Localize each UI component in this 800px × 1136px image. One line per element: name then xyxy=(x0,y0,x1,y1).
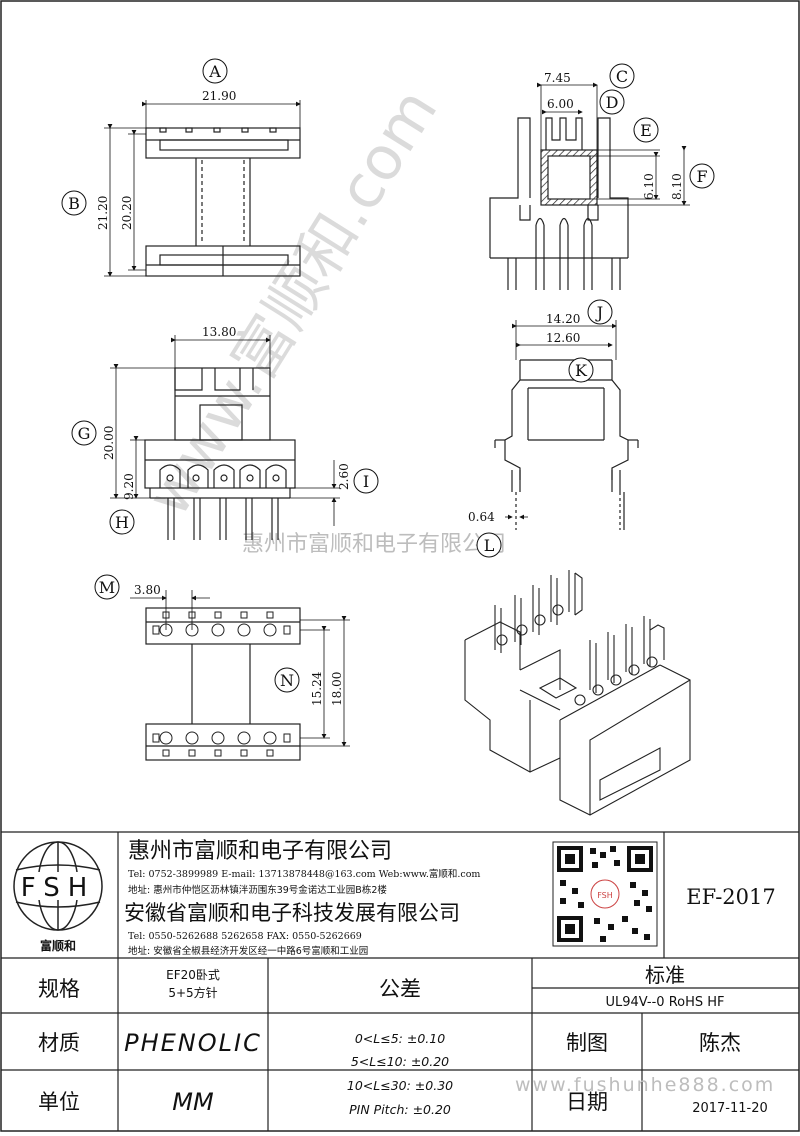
top-view xyxy=(145,127,301,277)
dim-b-inner: 20.20 xyxy=(120,196,134,230)
dim-b-outer: 21.20 xyxy=(96,196,110,230)
callout-n: N xyxy=(274,667,300,693)
callout-n-label: N xyxy=(280,671,294,690)
dim-front-width: 13.80 xyxy=(202,325,236,339)
unit-label: 单位 xyxy=(38,1090,80,1114)
dim-h-height: 9.20 xyxy=(122,473,136,500)
bottom-view-dims xyxy=(130,590,350,747)
callout-g-label: G xyxy=(78,424,91,443)
title-block xyxy=(1,831,799,1131)
callout-a: A xyxy=(202,58,228,84)
qr-logo-letters: FSH xyxy=(597,891,613,900)
dim-m-pitch: 3.80 xyxy=(134,583,161,597)
callout-e-label: E xyxy=(640,121,652,140)
company-address-2: 地址: 安徽省全椒县经济开发区经一中路6号富顺和工业园 xyxy=(128,945,368,957)
date-label: 日期 xyxy=(566,1090,608,1114)
watermark-bottom: www.fushunhe888.com xyxy=(515,1074,775,1096)
bottom-view xyxy=(145,607,301,761)
side-section-dims xyxy=(537,82,690,206)
callout-g: G xyxy=(71,420,97,446)
qr-code: FSH xyxy=(552,841,658,947)
material-value: PHENOLIC xyxy=(124,1029,262,1057)
company-name-1: 惠州市富顺和电子有限公司 xyxy=(128,839,392,864)
logo-name: 富顺和 xyxy=(40,938,76,953)
drawn-value: 陈杰 xyxy=(699,1031,741,1055)
callout-m-label: M xyxy=(99,578,115,597)
logo-text-bg xyxy=(22,872,94,900)
dim-l-pin: 0.64 xyxy=(468,510,495,524)
callout-d-label: D xyxy=(606,93,619,112)
material-label: 材质 xyxy=(38,1031,80,1055)
callout-j-label: J xyxy=(595,303,603,322)
standard-value: UL94V--0 RoHS HF xyxy=(605,995,724,1010)
tolerance-label: 公差 xyxy=(379,977,421,1001)
callout-f-label: F xyxy=(696,167,707,186)
company-contact-2: Tel: 0550-5262688 5262658 FAX: 0550-5262… xyxy=(128,931,362,942)
spec-value-1: EF20卧式 xyxy=(166,968,220,982)
callout-m: M xyxy=(94,574,120,600)
dim-e-height: 6.10 xyxy=(642,173,656,200)
spec-value-2: 5+5方针 xyxy=(168,985,217,1000)
dim-n-outer: 18.00 xyxy=(330,672,344,706)
dim-c-width: 7.45 xyxy=(544,71,571,85)
callout-i: I xyxy=(353,468,379,494)
company-contact-1: Tel: 0752-3899989 E-mail: 13713878448@16… xyxy=(128,868,480,880)
drawn-label: 制图 xyxy=(566,1031,608,1055)
spec-label: 规格 xyxy=(38,977,80,1001)
company-address-1: 地址: 惠州市仲恺区沥林镇泮沥围东39号金诺达工业园B栋2楼 xyxy=(128,884,387,896)
callout-k: K xyxy=(568,357,594,383)
callout-l: L xyxy=(476,532,502,558)
standard-label: 标准 xyxy=(645,963,685,987)
callout-b: B xyxy=(61,190,87,216)
dim-j-width: 14.20 xyxy=(546,312,580,326)
dim-g-height: 20.00 xyxy=(102,426,116,460)
tolerance-line-1: 0<L≤5: ±0.10 xyxy=(355,1031,445,1046)
unit-value: MM xyxy=(172,1088,214,1116)
callout-c: C xyxy=(609,63,635,89)
company-name-2: 安徽省富顺和电子科技发展有限公司 xyxy=(124,901,460,925)
callout-b-label: B xyxy=(68,194,80,213)
callout-j: J xyxy=(587,299,613,325)
dim-a-width: 21.90 xyxy=(202,89,236,103)
dim-f-height: 8.10 xyxy=(670,173,684,200)
callout-l-label: L xyxy=(484,536,495,555)
callout-i-label: I xyxy=(363,472,369,491)
tolerance-line-3: 10<L≤30: ±0.30 xyxy=(347,1078,453,1093)
top-view-dims xyxy=(104,100,301,277)
callout-h-label: H xyxy=(115,513,129,532)
dim-i-height: 2.60 xyxy=(337,463,351,490)
logo-letters: FSH xyxy=(21,873,96,903)
dim-d-width: 6.00 xyxy=(547,97,574,111)
tolerance-line-2: 5<L≤10: ±0.20 xyxy=(351,1054,449,1069)
callout-k-label: K xyxy=(575,361,588,380)
callout-h: H xyxy=(109,509,135,535)
side-section-view xyxy=(489,117,629,290)
end-view xyxy=(494,359,639,530)
watermark-center: 惠州市富顺和电子有限公司 xyxy=(242,532,506,557)
front-view-dims xyxy=(110,335,340,526)
callout-e: E xyxy=(633,117,659,143)
dim-k-width: 12.60 xyxy=(546,331,580,345)
tolerance-line-4: PIN Pitch: ±0.20 xyxy=(349,1102,451,1117)
date-value: 2017-11-20 xyxy=(692,1101,768,1116)
end-view-dims xyxy=(505,320,617,520)
callout-d: D xyxy=(599,89,625,115)
model-number: EF-2017 xyxy=(686,885,776,909)
callout-a-label: A xyxy=(208,62,221,81)
dim-n-inner: 15.24 xyxy=(310,671,324,706)
front-view xyxy=(144,367,296,540)
callout-c-label: C xyxy=(616,67,628,86)
watermark-group: www.富顺和.com 惠州市富顺和电子有限公司 xyxy=(133,77,506,557)
callout-f: F xyxy=(689,163,715,189)
isometric-view xyxy=(464,570,691,816)
